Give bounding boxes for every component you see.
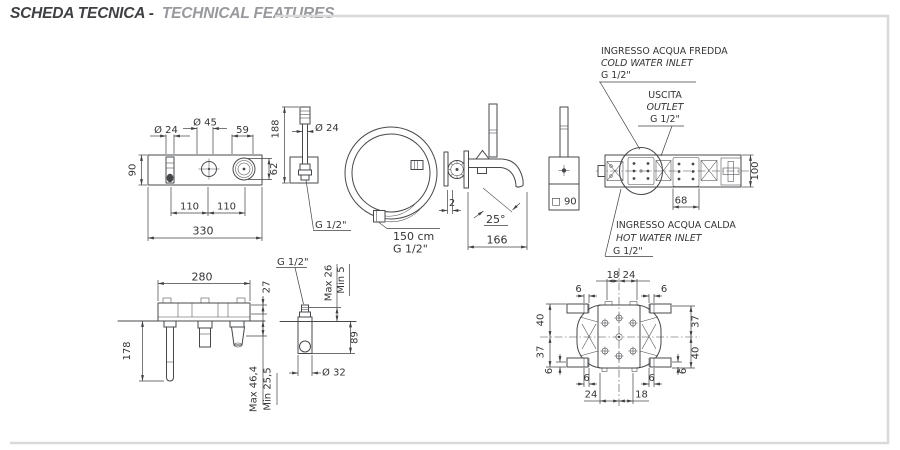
dim-section-top-left: 18 (607, 270, 620, 281)
dim-section-top-right: 24 (623, 270, 636, 281)
label-hose-thread: G 1/2" (393, 243, 428, 256)
spout-side-drawing: 2 25° 166 (439, 103, 528, 250)
rough-plate (597, 304, 641, 369)
wall-plate (147, 154, 263, 186)
hose-coil-outer (344, 126, 438, 220)
dim-spout-angle: 25° (486, 213, 506, 226)
dim-top-width: 280 (192, 271, 213, 284)
label-holder-thread: G 1/2" (315, 220, 347, 231)
hose-drawing: 150 cm G 1/2" (344, 126, 440, 256)
page-frame (10, 14, 890, 445)
dim-depth-max: Max 46,4 (249, 366, 260, 412)
dim-spacing-left: 110 (180, 202, 199, 213)
label-cold-inlet-it: INGRESSO ACQUA FREDDA (601, 46, 728, 57)
spout-front (165, 156, 175, 184)
title-primary: SCHEDA TECNICA - (10, 5, 154, 22)
dim-section-side-off-left: 6 (544, 368, 555, 374)
dim-handshower-height: 188 (271, 119, 282, 138)
dim-plate-height: 90 (128, 164, 139, 177)
front-view-drawing: Ø 24 Ø 45 59 90 62 (128, 117, 280, 241)
rough-in-section-drawing: 18 24 6 6 40 37 37 40 (536, 268, 702, 406)
dim-elbow-depth: 89 (350, 331, 361, 344)
detail-ellipse (619, 147, 663, 195)
label-elbow-thread: G 1/2" (277, 257, 309, 268)
outlet-elbow-drawing: G 1/2" Max 26 Min 5 89 Ø 32 (276, 257, 361, 379)
dim-section-right-upper: 37 (691, 315, 702, 328)
trim-plate-edge (463, 150, 469, 189)
title-secondary: TECHNICAL FEATURES (161, 5, 335, 22)
dim-section-side-off-right: 6 (678, 368, 689, 374)
label-cold-inlet-thread: G 1/2" (601, 70, 631, 81)
dim-section-left-upper: 40 (536, 314, 547, 327)
screw-holes (600, 313, 638, 361)
dim-spout-reach: 166 (487, 234, 508, 247)
label-outlet-en: OUTLET (647, 102, 685, 113)
shower-rod (488, 103, 498, 158)
mount-tab (566, 357, 589, 368)
dim-section-bot-off-left: 6 (583, 373, 589, 384)
mount-tab (649, 357, 672, 368)
hose-fitting-bottom (373, 210, 386, 223)
dim-section-top-off-right: 6 (661, 284, 667, 295)
spout-tube-top (166, 326, 174, 382)
mount-tab (566, 303, 589, 314)
dim-handle-offset: 59 (236, 125, 249, 136)
dim-adjust-min: Min 5 (336, 266, 347, 293)
dim-spacing-right: 110 (217, 202, 236, 213)
top-view-drawing: 280 27 Max 46,4 Min 25,5 178 (117, 271, 278, 412)
wall-flange (443, 151, 449, 187)
label-hot-inlet-it: INGRESSO ACQUA CALDA (616, 220, 736, 231)
label-hose-length: 150 cm (393, 230, 434, 243)
dim-handshower-diameter: Ø 24 (315, 122, 339, 134)
dim-section-right-lower: 40 (691, 347, 702, 360)
handshower-holder-drawing: 188 Ø 24 G 1/2" (271, 106, 351, 231)
dim-section-bottom-right: 18 (635, 390, 648, 401)
mount-tab (649, 303, 672, 314)
dim-depth-min: Min 25,5 (263, 367, 274, 410)
page-title: SCHEDA TECNICA - TECHNICAL FEATURES (10, 5, 334, 23)
label-hot-inlet-en: HOT WATER INLET (616, 233, 703, 244)
dim-section-bottom-left: 24 (585, 390, 598, 401)
dim-spout-length: 178 (122, 341, 133, 360)
dim-wall-gap: 2 (449, 198, 455, 209)
dim-handle-diameter: 62 (269, 163, 280, 176)
dim-spout-diameter: Ø 24 (154, 124, 178, 136)
aerator (477, 167, 487, 174)
dim-section-top-off-left: 6 (575, 284, 581, 295)
dim-outlet-width: 68 (675, 196, 688, 207)
square-plate-lower (548, 183, 580, 211)
hose-fitting-top (410, 160, 424, 170)
dim-plate-size: □ 90 (551, 197, 576, 208)
handshower-head (299, 106, 311, 125)
inwall-body-drawing: 100 68 INGRESSO ACQUA FREDDA COLD WATER … (596, 46, 761, 257)
dim-plate-thickness: 27 (262, 281, 273, 294)
spout-tube (468, 158, 524, 186)
knob-top (199, 327, 211, 348)
handshower-shaft (302, 123, 308, 165)
dim-adjust-max: Max 26 (324, 265, 335, 302)
inwall-bar-top (157, 302, 251, 322)
elbow-body (297, 321, 313, 354)
diverter-knob (474, 149, 491, 160)
label-outlet-thread: G 1/2" (650, 114, 680, 125)
label-hot-inlet-thread: G 1/2" (613, 246, 643, 257)
handshower-plate-drawing: □ 90 (548, 106, 580, 211)
thread-stub (301, 304, 309, 313)
label-cold-inlet-en: COLD WATER INLET (601, 58, 694, 69)
diverter-handle (232, 157, 256, 181)
dim-body-height: 100 (750, 161, 761, 180)
dim-total-width: 330 (193, 225, 214, 238)
shower-rod-front (559, 106, 569, 158)
dim-elbow-diameter: Ø 32 (322, 367, 346, 379)
label-outlet-it: USCITA (648, 90, 682, 101)
handle-top (230, 326, 246, 346)
dim-section-left-lower: 37 (536, 346, 547, 359)
dim-cartridge-diameter: Ø 45 (193, 117, 217, 129)
dim-section-bot-off-right: 6 (648, 373, 654, 384)
